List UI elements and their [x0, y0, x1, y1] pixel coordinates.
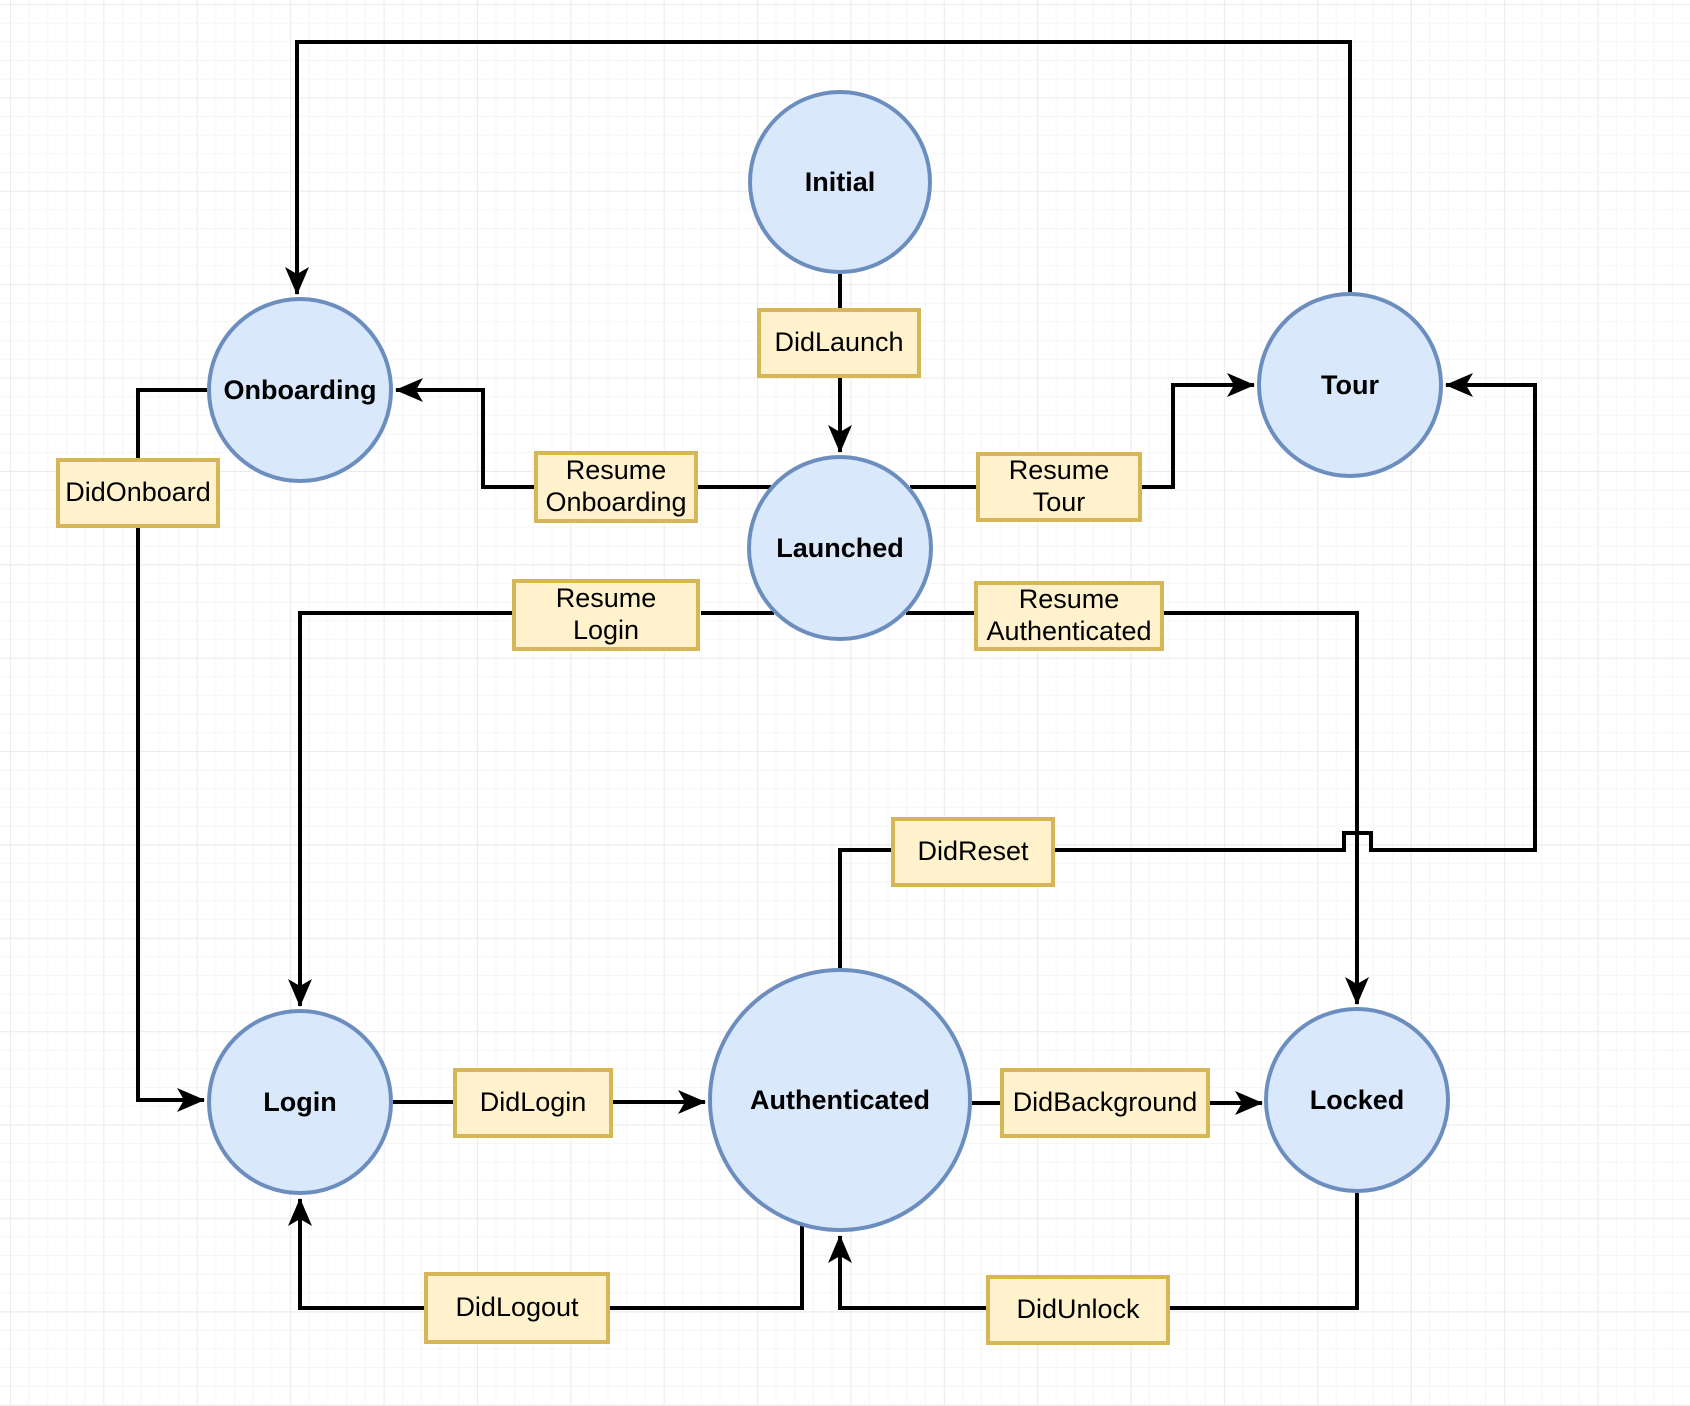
event-resume-tour[interactable]: Resume Tour [976, 452, 1142, 522]
event-resume-onboarding-label: Resume Onboarding [545, 455, 687, 517]
state-tour[interactable]: Tour [1257, 292, 1443, 478]
edge-didlogout-out [288, 1198, 425, 1310]
edge-resume-onboarding-out [395, 378, 535, 489]
state-initial[interactable]: Initial [748, 90, 932, 274]
state-authenticated-label: Authenticated [749, 1084, 930, 1115]
event-didbackground[interactable]: DidBackground [1000, 1068, 1210, 1138]
event-didunlock[interactable]: DidUnlock [986, 1275, 1170, 1345]
state-locked[interactable]: Locked [1264, 1007, 1450, 1193]
event-didreset[interactable]: DidReset [891, 817, 1055, 887]
event-didlogout-label: DidLogout [455, 1292, 579, 1323]
state-launched[interactable]: Launched [747, 455, 933, 641]
event-resume-login[interactable]: Resume Login [512, 579, 700, 651]
edge-tour-to-onboarding [285, 40, 1352, 295]
edge-didonboard-in [136, 388, 207, 459]
state-locked-label: Locked [1309, 1084, 1405, 1115]
state-onboarding[interactable]: Onboarding [207, 297, 393, 483]
state-initial-label: Initial [804, 166, 876, 197]
event-didlogin-label: DidLogin [479, 1087, 587, 1118]
event-didonboard[interactable]: DidOnboard [56, 458, 220, 528]
edge-didunlock-out [828, 1235, 986, 1310]
state-onboarding-label: Onboarding [223, 374, 377, 405]
event-didbackground-label: DidBackground [1012, 1087, 1198, 1118]
event-didlaunch[interactable]: DidLaunch [757, 308, 921, 378]
edge-resume-tour-out [1142, 373, 1255, 489]
edge-didreset-in [838, 848, 892, 968]
event-didlogin[interactable]: DidLogin [453, 1068, 613, 1138]
edge-resume-login-out [288, 611, 512, 1007]
event-resume-onboarding[interactable]: Resume Onboarding [534, 451, 698, 523]
state-login-label: Login [263, 1086, 337, 1117]
edge-didreset-out [1055, 373, 1537, 852]
state-tour-label: Tour [1321, 369, 1379, 400]
event-didreset-label: DidReset [917, 836, 1029, 867]
state-authenticated[interactable]: Authenticated [708, 968, 972, 1232]
edge-didlogout-in [609, 1226, 804, 1310]
event-resume-authenticated-label: Resume Authenticated [986, 584, 1152, 646]
event-didonboard-label: DidOnboard [65, 477, 211, 508]
event-didunlock-label: DidUnlock [1016, 1294, 1140, 1325]
event-didlaunch-label: DidLaunch [774, 327, 904, 358]
event-resume-login-label: Resume Login [555, 583, 657, 645]
edge-resume-authenticated-out [1163, 611, 1369, 1005]
state-launched-label: Launched [776, 532, 904, 563]
edge-didonboard-out [136, 528, 205, 1112]
event-resume-authenticated[interactable]: Resume Authenticated [974, 581, 1164, 651]
state-login[interactable]: Login [207, 1009, 393, 1195]
event-didlogout[interactable]: DidLogout [424, 1272, 610, 1344]
edge-didunlock-in [1169, 1193, 1359, 1310]
event-resume-tour-label: Resume Tour [1008, 455, 1110, 517]
